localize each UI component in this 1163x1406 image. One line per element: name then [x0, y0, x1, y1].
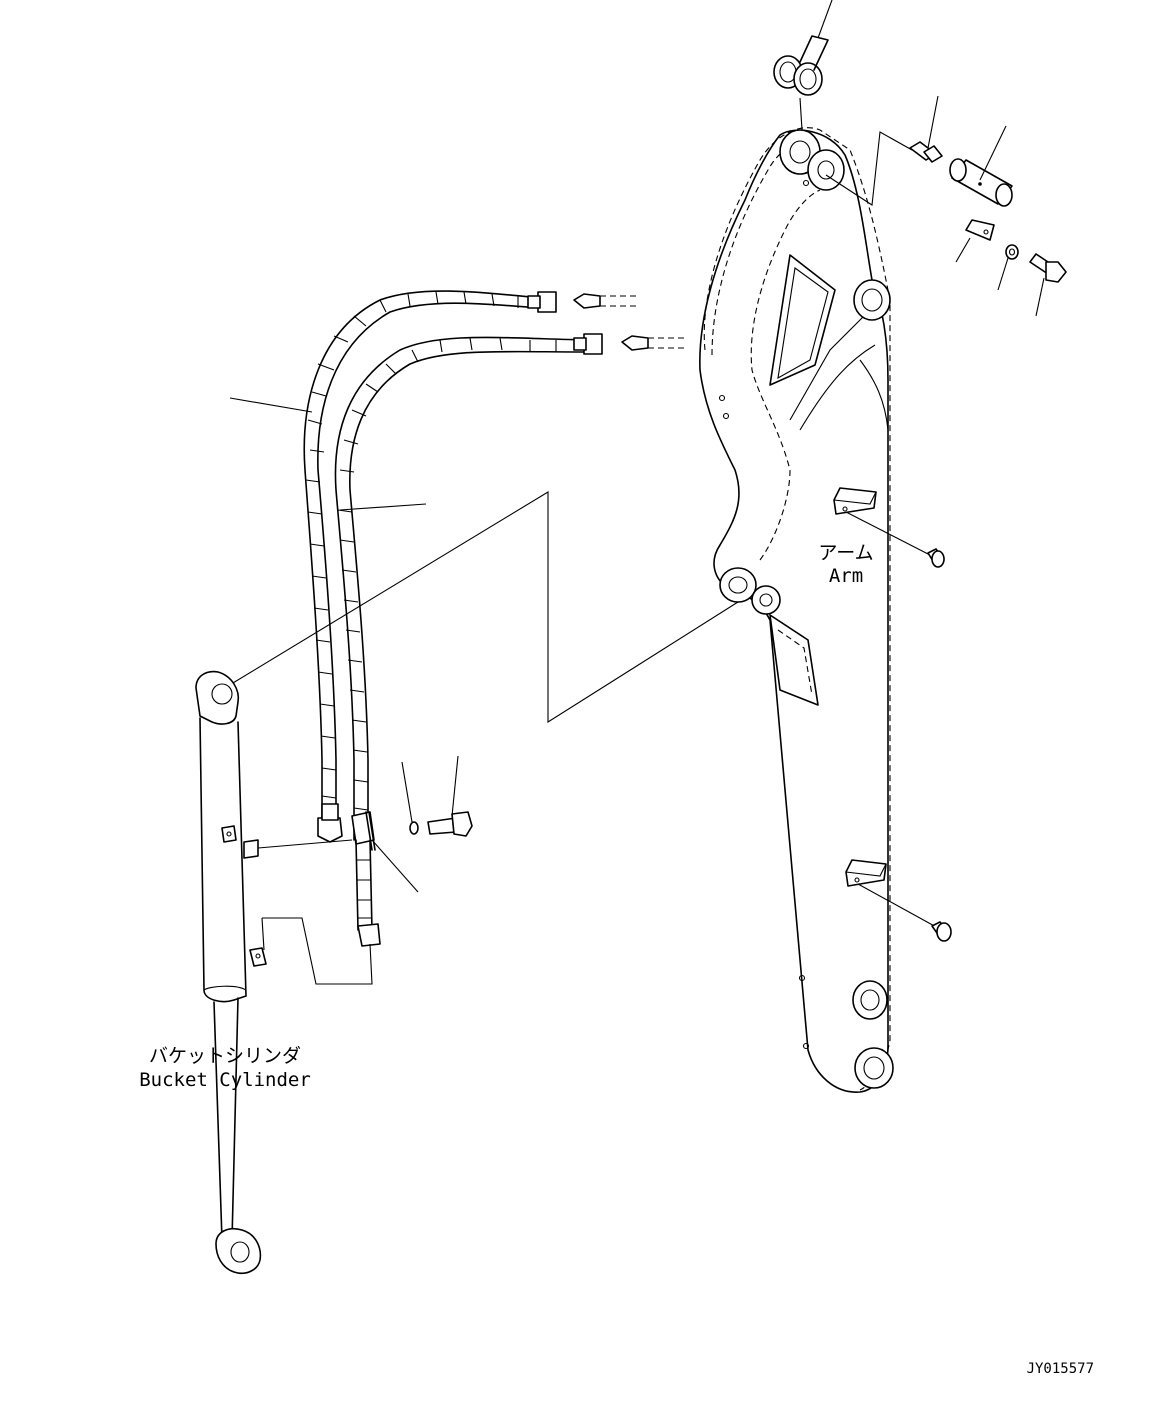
drawing-id: JY015577	[1027, 1361, 1094, 1377]
leader-hose-clamp	[371, 839, 419, 893]
plate-bolt	[1029, 253, 1067, 283]
clamp-washer	[409, 821, 419, 835]
leader-plate-bolt	[1035, 277, 1045, 317]
leader-clamp-bolt	[451, 755, 459, 817]
leader-pin-zigzag	[825, 131, 913, 206]
hose-inner-top-fitting	[573, 333, 603, 355]
cylinder-label-jp: バケットシリンダ	[149, 1045, 301, 1067]
hose-outer	[303, 290, 541, 821]
hose-outer-bottom-fitting	[317, 803, 343, 843]
leader-grease	[927, 95, 939, 149]
leader-cylinder-to-arm	[227, 491, 739, 723]
shim-washers	[773, 55, 823, 96]
arm-clamp-upper	[833, 487, 877, 515]
washer-to-boss	[799, 97, 803, 131]
bucket-cylinder	[195, 670, 353, 1275]
arm-label-en: Arm	[829, 565, 863, 587]
leader-hose-outer	[229, 397, 313, 413]
grease-fitting	[909, 141, 943, 163]
leader-clamp-washer	[401, 761, 413, 823]
clamp-bolt	[427, 811, 473, 837]
leader-lock-washer	[997, 257, 1009, 291]
arm-label-jp: アーム	[818, 542, 873, 564]
arm-pin	[949, 158, 1013, 207]
leader-hose-inner	[339, 503, 427, 511]
arm-clamp-lower	[845, 859, 887, 887]
adaptor-upper	[573, 293, 636, 309]
leader-pin	[979, 125, 1007, 181]
pin-plate	[965, 219, 995, 241]
clamp-screw-lower	[931, 921, 952, 942]
leader-washers-tail	[817, 0, 833, 39]
hose-inner-lower	[355, 839, 373, 931]
hose-outer-top-fitting	[527, 291, 557, 313]
leader-washers	[799, 35, 829, 71]
cylinder-port-stub	[261, 917, 265, 951]
leader-clamp-upper	[845, 511, 931, 556]
adaptor-lower	[621, 335, 686, 351]
cylinder-port-line	[262, 917, 373, 985]
leader-plate	[955, 237, 971, 263]
leader-clamp-lower	[857, 883, 939, 929]
hose-inner	[334, 336, 587, 841]
hose-clamp	[351, 811, 376, 851]
arm-body	[699, 127, 894, 1093]
clamp-screw-upper	[927, 548, 945, 568]
lock-washer	[1005, 244, 1019, 260]
cylinder-label-en: Bucket Cylinder	[139, 1069, 311, 1091]
hose-inner-bottom-fitting	[357, 923, 381, 947]
